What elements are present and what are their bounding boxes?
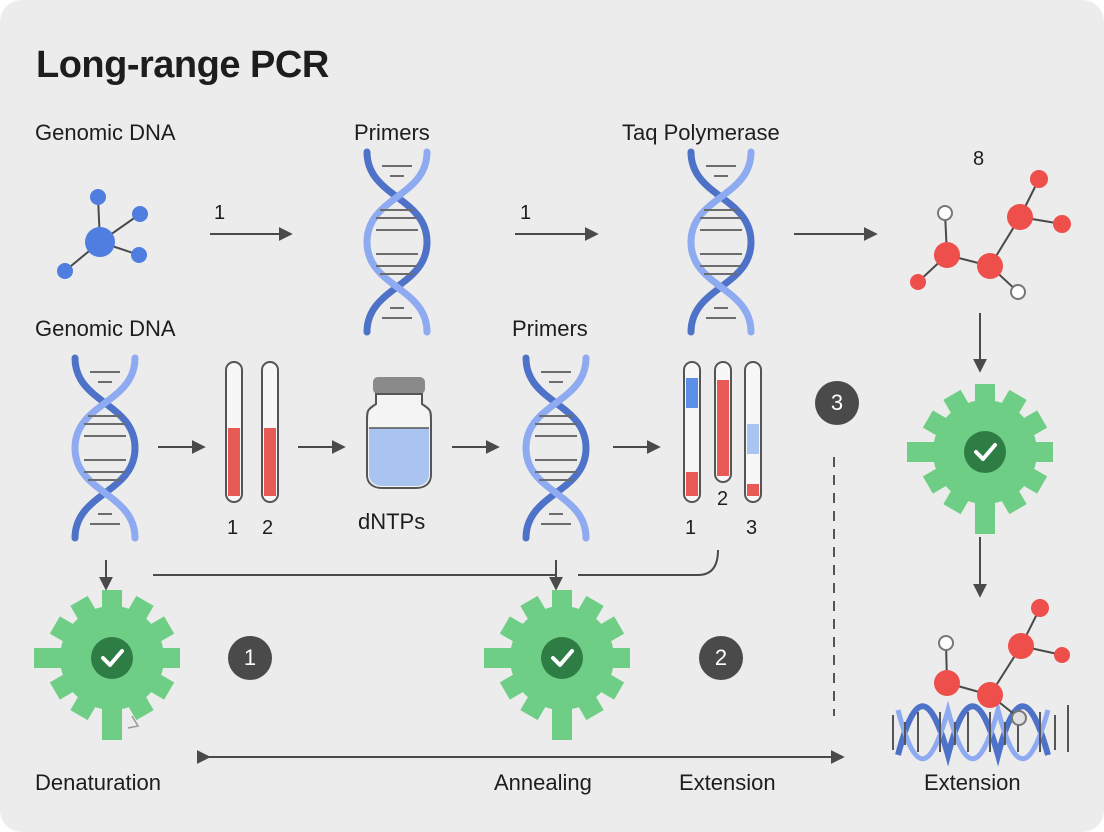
diagram-title: Long-range PCR [36, 44, 329, 86]
label-extension-right: Extension [924, 770, 1021, 795]
label-denaturation: Denaturation [35, 770, 161, 795]
test-tube-icon [683, 361, 701, 503]
connector-line [578, 549, 719, 576]
tube-label: 1 [227, 517, 239, 539]
product-number: 8 [973, 148, 985, 170]
cursor-mark [127, 715, 140, 729]
test-tube-icon [225, 361, 243, 503]
dna-helix-icon [691, 152, 751, 332]
step-number-a: 1 [214, 202, 226, 224]
dna-helix-icon [367, 152, 427, 332]
test-tube-icon [744, 361, 762, 503]
label-primers-mid: Primers [512, 316, 588, 341]
step-number-b: 1 [520, 202, 532, 224]
tube-label: 2 [717, 488, 729, 510]
label-dntps: dNTPs [358, 509, 426, 534]
step-badge-1: 1 [228, 636, 272, 680]
tube-label: 3 [746, 517, 758, 539]
gear-check-icon [482, 588, 632, 742]
tube-label: 1 [685, 517, 697, 539]
reagent-bottle-icon [366, 377, 432, 489]
dna-helix-icon [75, 358, 135, 538]
label-primers-top: Primers [354, 120, 430, 145]
label-extension-mid: Extension [679, 770, 776, 795]
gear-check-icon [32, 588, 182, 742]
molecule-red-icon [910, 170, 1071, 300]
tube-label: 2 [262, 517, 274, 539]
label-genomic-dna-mid: Genomic DNA [35, 316, 176, 341]
molecule-icon [57, 189, 148, 279]
label-genomic-dna-top: Genomic DNA [35, 120, 176, 145]
label-annealing: Annealing [494, 770, 592, 795]
test-tube-icon [714, 361, 732, 483]
gear-check-icon [905, 382, 1055, 536]
test-tube-icon [261, 361, 279, 503]
label-taq-polymerase: Taq Polymerase [622, 120, 780, 145]
step-badge-2: 2 [699, 636, 743, 680]
dna-helix-icon [526, 358, 586, 538]
step-badge-3: 3 [815, 381, 859, 425]
polymer-chain-icon [892, 599, 1070, 767]
